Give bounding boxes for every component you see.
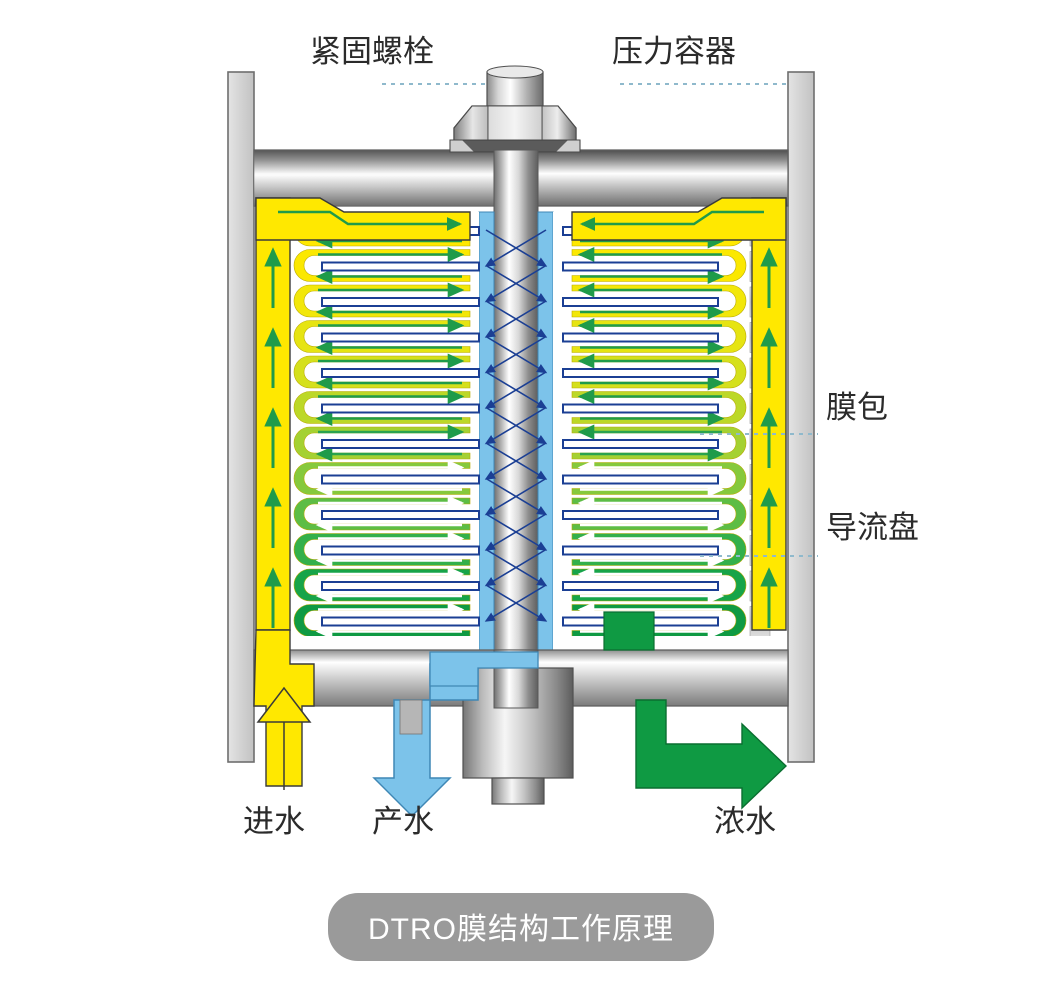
- membrane-disc-row: [269, 495, 480, 533]
- membrane-disc-row: [269, 388, 480, 427]
- pressure-vessel-wall-right: [787, 71, 815, 763]
- pressure-vessel-wall-left: [227, 71, 255, 763]
- feed-inlet-arrow: [253, 629, 315, 790]
- permeate-crossover-arc: [484, 335, 547, 374]
- membrane-disc-row: [269, 459, 480, 498]
- membrane-disc-row: [269, 424, 480, 462]
- permeate-crossover-arc: [484, 548, 547, 587]
- membrane-disc-row: [562, 566, 771, 604]
- membrane-disc-row: [562, 495, 771, 533]
- membrane-disc-row: [562, 388, 771, 427]
- membrane-disc-row: [269, 282, 480, 320]
- membrane-disc-row: [562, 459, 771, 498]
- membrane-disc-row: [269, 601, 480, 636]
- label-flow-guide-disc: 导流盘: [826, 510, 919, 545]
- permeate-crossover-arc: [484, 513, 547, 551]
- membrane-disc-row: [562, 246, 771, 285]
- shaft-bottom-boss: [462, 649, 574, 805]
- membrane-disc-row: [269, 246, 480, 285]
- caption-pill: DTRO膜结构工作原理: [328, 893, 714, 961]
- permeate-crossover-arc: [484, 264, 547, 303]
- label-pressure-vessel: 压力容器: [612, 34, 736, 69]
- membrane-disc-row: [562, 353, 771, 391]
- permeate-outlet-path: [372, 651, 539, 818]
- feed-top-distribution: [255, 197, 787, 241]
- hex-nut-icon: [449, 105, 581, 153]
- membrane-disc-row: [269, 317, 480, 356]
- permeate-crossover-arc: [484, 229, 547, 267]
- label-concentrate-water: 浓水: [714, 804, 776, 839]
- feed-riser-arrows: [264, 247, 778, 628]
- leader-lines: [382, 83, 818, 557]
- permeate-crossover-arc: [484, 406, 547, 445]
- caption-pill-wrapper: DTRO膜结构工作原理: [0, 893, 1042, 961]
- membrane-disc-row: [562, 282, 771, 320]
- permeate-crossover-arc: [484, 584, 547, 622]
- permeate-crossover-arc: [484, 442, 547, 480]
- label-feed-water: 进水: [243, 804, 305, 839]
- membrane-disc-row: [562, 530, 771, 569]
- concentrate-outlet-path: [603, 611, 788, 810]
- permeate-crossover-arcs: [484, 229, 548, 622]
- membrane-disc-row: [562, 317, 771, 356]
- label-permeate-water: 产水: [372, 804, 434, 839]
- permeate-crossover-arc: [484, 477, 547, 516]
- permeate-riser-channels: [466, 211, 566, 653]
- membrane-disc-row: [562, 424, 771, 462]
- permeate-crossover-arc: [484, 300, 547, 338]
- fastening-bolt-head: [486, 65, 544, 107]
- membrane-disc-row: [269, 566, 480, 604]
- membrane-disc-row: [562, 601, 771, 636]
- membrane-disc-row: [269, 530, 480, 569]
- central-shaft: [493, 149, 539, 651]
- label-membrane-pack: 膜包: [826, 390, 888, 425]
- membrane-disc-row: [269, 353, 480, 391]
- label-fastening-bolt: 紧固螺栓: [310, 34, 434, 69]
- permeate-crossover-arc: [484, 371, 547, 409]
